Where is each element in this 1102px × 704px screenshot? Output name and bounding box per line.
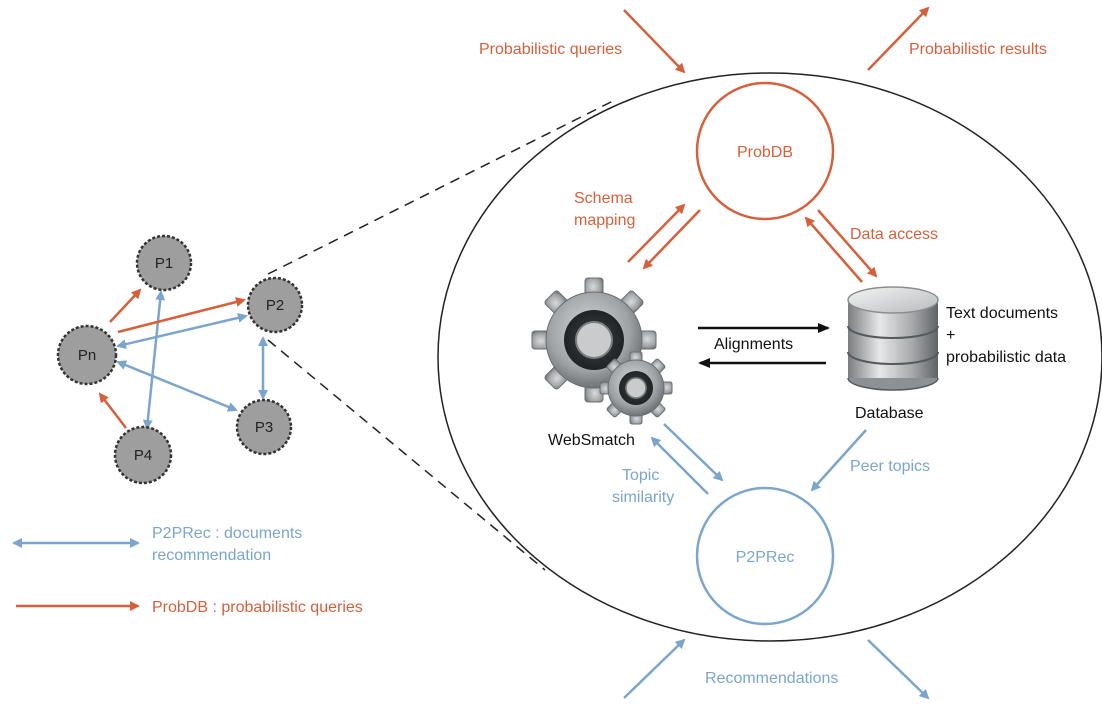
recommendation-out-arrow: [867, 639, 930, 700]
text-documents-label: Text documents: [946, 305, 1058, 322]
probdb-arrow-pn-p2: [117, 297, 246, 334]
peer-network: P1 P2 Pn P3 P4: [56, 234, 304, 485]
probdb-arrow-p4-pn: [98, 392, 127, 429]
schema-mapping-label: Schema: [574, 190, 633, 207]
peer-label: P2: [266, 297, 284, 314]
topic-similarity-label: Topic: [622, 467, 659, 484]
probdb-label: ProbDB: [737, 144, 793, 161]
text-documents-label-3: probabilistic data: [946, 349, 1066, 366]
data-access-label: Data access: [850, 226, 938, 243]
p2prec-arrow-p1-p4: [142, 290, 166, 430]
legend: P2PRec : documents recommendation ProbDB…: [12, 525, 363, 616]
data-access-arrow-down: [817, 209, 878, 278]
probdb-arrow-pn-p1: [109, 288, 142, 323]
schema-mapping-arrow-down: [642, 209, 701, 270]
query-in-arrow: [623, 9, 686, 74]
probabilistic-queries-label: Probabilistic queries: [479, 41, 622, 58]
peer-node[interactable]: P4: [113, 425, 173, 485]
legend-probdb-label: ProbDB : probabilistic queries: [152, 599, 363, 616]
p2prec-label: P2PRec: [736, 549, 795, 566]
websmatch-label: WebSmatch: [548, 432, 635, 449]
legend-p2prec-label-2: recommendation: [152, 547, 271, 564]
text-documents-plus: +: [946, 327, 955, 344]
result-out-arrow: [867, 6, 930, 71]
schema-mapping-arrow-up: [627, 203, 686, 263]
database-cylinder-icon: [847, 286, 939, 391]
database-label: Database: [855, 405, 924, 422]
peer-node[interactable]: P1: [135, 234, 193, 292]
topic-similarity-arrow-down: [663, 423, 724, 482]
probabilistic-results-label: Probabilistic results: [909, 41, 1047, 58]
data-access-arrow-up: [804, 216, 863, 283]
recommendation-in-arrow: [623, 638, 686, 699]
probdb-circle[interactable]: [695, 81, 835, 221]
peer-label: P4: [134, 447, 152, 464]
p2prec-arrow-pn-p3: [116, 360, 238, 412]
peer-label: Pn: [78, 347, 96, 364]
peer-topics-arrow: [810, 429, 867, 492]
recommendations-label: Recommendations: [705, 670, 838, 687]
legend-p2prec-label: P2PRec : documents: [152, 525, 302, 542]
topic-similarity-arrow-up: [650, 436, 709, 495]
topic-similarity-label-2: similarity: [612, 489, 674, 506]
gears-icon: [531, 277, 673, 425]
zoom-line-bottom: [267, 339, 546, 571]
peer-detail-ellipse: [437, 72, 1102, 642]
schema-mapping-label-2: mapping: [574, 212, 635, 229]
peer-node[interactable]: Pn: [56, 324, 118, 386]
zoom-line-top: [267, 99, 616, 275]
peer-node[interactable]: P3: [235, 398, 293, 456]
alignments-label: Alignments: [714, 336, 793, 353]
peer-topics-label: Peer topics: [850, 458, 930, 475]
p2prec-arrow-p2-pn: [116, 312, 248, 350]
peer-label: P1: [155, 255, 173, 272]
peer-label: P3: [255, 419, 273, 436]
peer-node[interactable]: P2: [246, 276, 304, 334]
p2prec-circle[interactable]: [695, 486, 835, 626]
